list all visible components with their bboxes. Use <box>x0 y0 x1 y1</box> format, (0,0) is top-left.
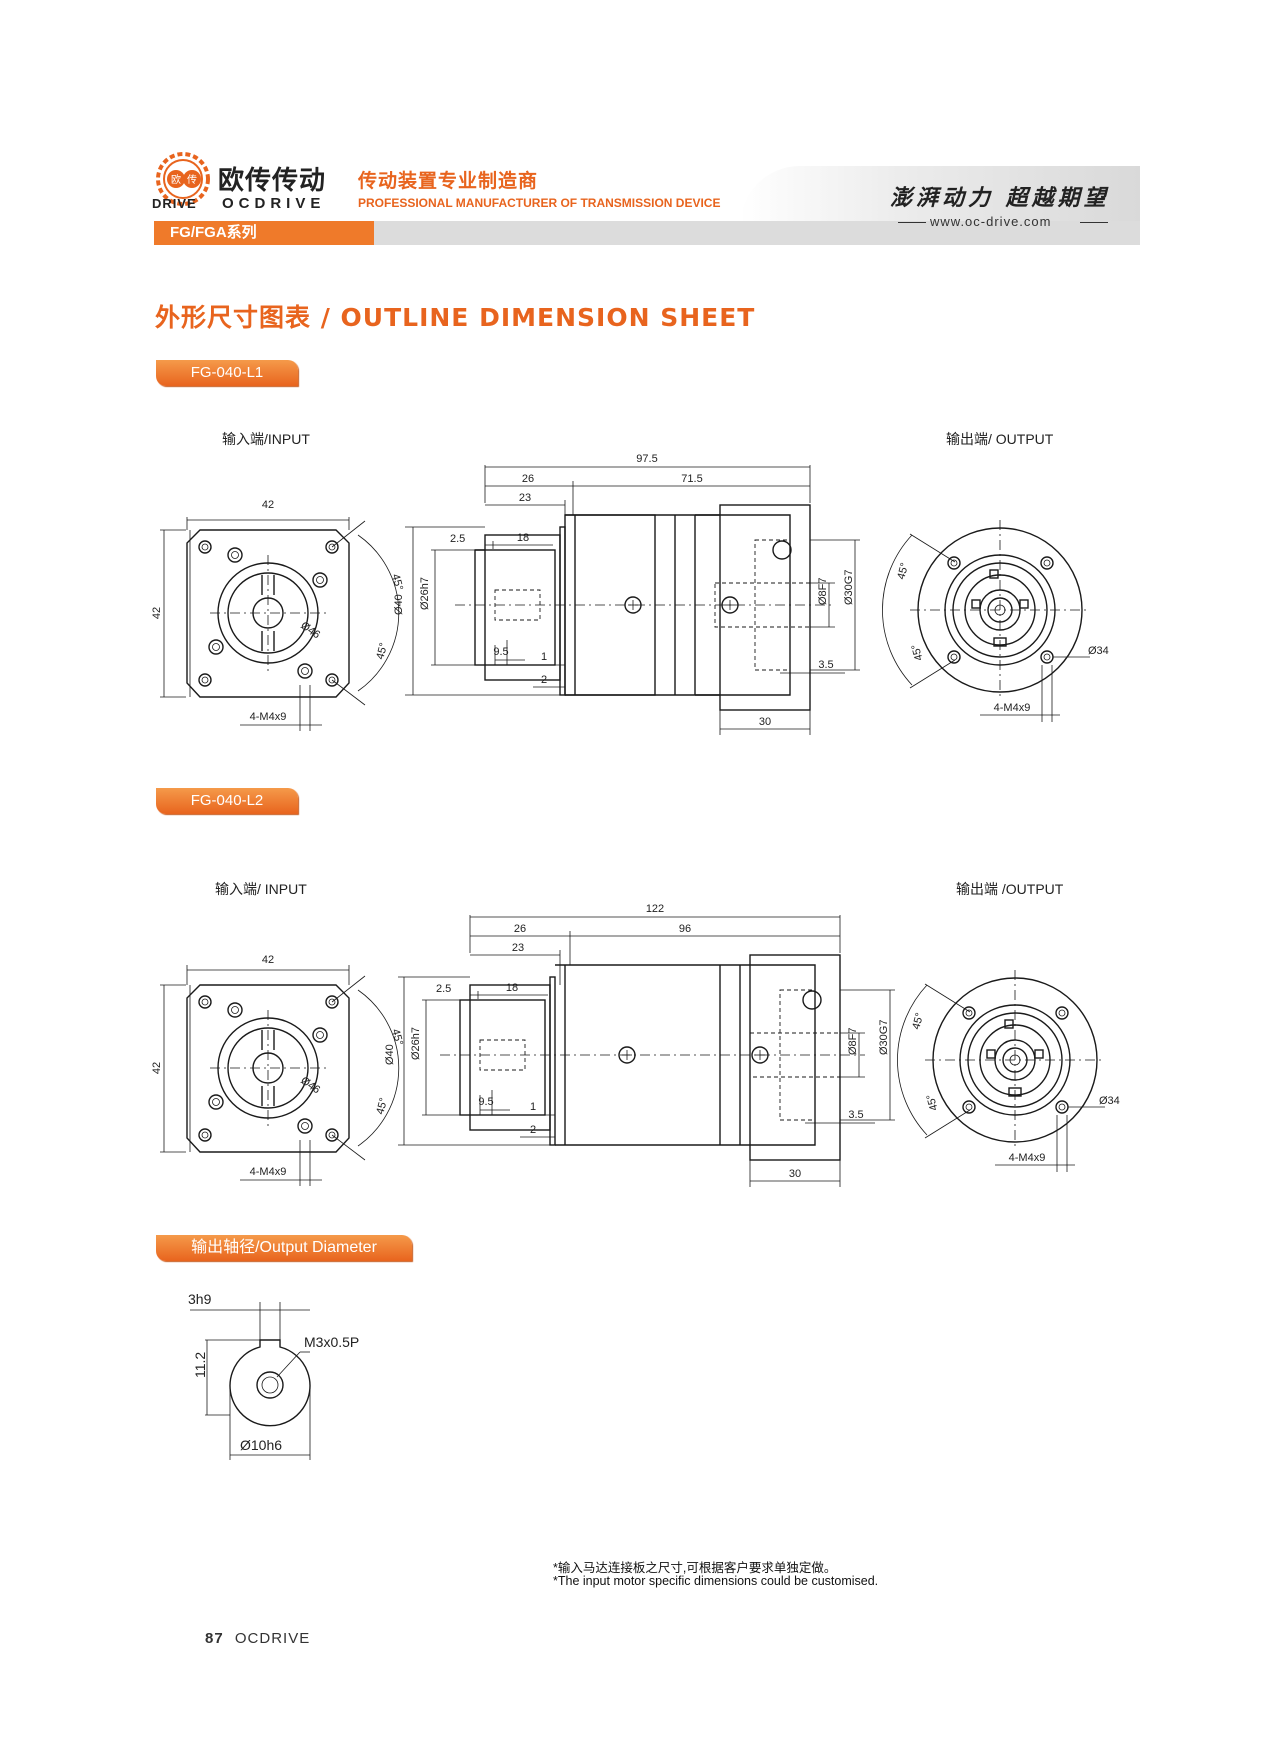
section-title: 外形尺寸图表 / OUTLINE DIMENSION SHEET <box>155 303 756 332</box>
logo-mark-text: 欧 <box>171 174 181 186</box>
dim-pilot: 23 <box>519 492 531 504</box>
input-flange-drawing-1: 42 42 45° 45° Ø46 4-M4x9 <box>151 499 405 731</box>
dim-out-dia-2: Ø34 <box>1099 1095 1120 1107</box>
output-label-2: 输出端 /OUTPUT <box>956 881 1064 897</box>
dim-angle-a: 45° <box>389 573 405 592</box>
page-number: 87 <box>205 1630 224 1647</box>
output-flange-drawing-2: 45° 45° Ø34 4-M4x9 <box>897 970 1120 1172</box>
website: www.oc-drive.com <box>930 214 1052 229</box>
dim-dia30-2: Ø30G7 <box>878 1020 890 1055</box>
website-rule-right <box>1080 222 1108 223</box>
output-label-1: 输出端/ OUTPUT <box>946 431 1054 447</box>
dim-thread: 4-M4x9 <box>250 711 287 723</box>
dim-len1-2: 1 <box>530 1101 536 1113</box>
dim-out-angle-a: 45° <box>895 562 911 581</box>
dim-body-2: 96 <box>679 923 691 935</box>
input-label-2: 输入端/ INPUT <box>215 881 307 897</box>
slogan: 澎湃动力 超越期望 <box>890 185 1110 211</box>
footer: 87 OCDRIVE <box>205 1630 310 1647</box>
side-view-drawing-2: 122 26 96 23 2.5 18 Ø40 Ø26h7 9.5 1 2 Ø8… <box>384 903 895 1187</box>
note-en: *The input motor specific dimensions cou… <box>553 1574 879 1588</box>
note-cn: *输入马达连接板之尺寸,可根据客户要求单独定做。 <box>553 1561 837 1575</box>
header-rule <box>360 221 1140 245</box>
dim-front: 26 <box>522 473 534 485</box>
dim-pilot-2: 23 <box>512 942 524 954</box>
dim-len35: 3.5 <box>818 659 833 671</box>
website-rule-left <box>898 222 926 223</box>
dim-dia40: Ø40 <box>393 594 405 615</box>
footer-brand: OCDRIVE <box>234 1630 311 1647</box>
dim-dia26-2: Ø26h7 <box>410 1027 422 1060</box>
dim-pcd: Ø46 <box>298 620 322 642</box>
dim-len95: 9.5 <box>493 646 508 658</box>
dim-pilot-length: 18 <box>517 532 529 544</box>
logo-drive: DRIVE <box>152 196 197 211</box>
model-tag-2: FG-040-L2 <box>156 788 298 814</box>
output-flange-drawing-1: 45° 45° Ø34 4-M4x9 <box>882 520 1109 722</box>
dim-thread-2: 4-M4x9 <box>250 1166 287 1178</box>
model-tag-1: FG-040-L1 <box>156 360 298 386</box>
dim-out-thread-2: 4-M4x9 <box>1009 1152 1046 1164</box>
dim-total-length-2: 122 <box>646 903 664 915</box>
dim-out-angle-b: 45° <box>910 643 926 662</box>
dim-dia8-2: Ø8F7 <box>847 1027 859 1055</box>
dim-angle-b: 45° <box>374 642 390 661</box>
dim-front-2: 26 <box>514 923 526 935</box>
header: 欧 传 欧传传动 DRIVE OCDRIVE 传动装置专业制造商 PROFESS… <box>0 0 1280 250</box>
input-label-1: 输入端/INPUT <box>222 431 310 447</box>
dim-len95-2: 9.5 <box>478 1096 493 1108</box>
output-diameter-tag: 输出轴径/Output Diameter <box>156 1235 412 1261</box>
dim-dia30: Ø30G7 <box>843 570 855 605</box>
dim-flange-height: 42 <box>151 607 163 619</box>
side-view-drawing-1: 97.5 26 71.5 23 2.5 18 Ø40 Ø26h7 9.5 1 2… <box>393 453 860 735</box>
dim-out-thread: 4-M4x9 <box>994 702 1031 714</box>
output-diameter-drawing: 3h9 11.2 M3x0.5P Ø10h6 <box>188 1291 359 1460</box>
dim-pcd-2: Ø46 <box>298 1075 322 1097</box>
dim-total-length: 97.5 <box>636 453 657 465</box>
dim-diameter: Ø10h6 <box>240 1437 282 1453</box>
dim-len30: 30 <box>759 716 771 728</box>
dim-flange-height-2: 42 <box>151 1062 163 1074</box>
dim-out-angle-a-2: 45° <box>910 1012 926 1031</box>
dim-flange-width: 42 <box>262 499 274 511</box>
dim-len30-2: 30 <box>789 1168 801 1180</box>
dim-key-width: 3h9 <box>188 1291 212 1307</box>
dim-out-dia: Ø34 <box>1088 645 1109 657</box>
dim-dia26: Ø26h7 <box>419 577 431 610</box>
dim-thread-spec: M3x0.5P <box>304 1334 359 1350</box>
tagline-cn: 传动装置专业制造商 <box>358 170 539 192</box>
dim-dia8: Ø8F7 <box>817 577 829 605</box>
series-bar: FG/FGA系列 <box>154 221 374 245</box>
input-flange-drawing-2: 42 42 45° 45° Ø46 4-M4x9 <box>151 954 405 1186</box>
dim-len35-2: 3.5 <box>848 1109 863 1121</box>
dim-flange-width-2: 42 <box>262 954 274 966</box>
dim-len2-2: 2 <box>530 1124 536 1136</box>
dim-dia40-2: Ø40 <box>384 1044 396 1065</box>
dim-out-angle-b-2: 45° <box>925 1093 941 1112</box>
dim-angle-b-2: 45° <box>374 1097 390 1116</box>
dim-height: 11.2 <box>192 1352 208 1378</box>
dim-len1: 1 <box>541 651 547 663</box>
dim-pilot-length-2: 18 <box>506 982 518 994</box>
tagline-en: PROFESSIONAL MANUFACTURER OF TRANSMISSIO… <box>358 196 721 210</box>
dim-body: 71.5 <box>681 473 702 485</box>
dim-angle-a-2: 45° <box>389 1028 405 1047</box>
logo-cn: 欧传传动 <box>218 166 327 196</box>
dim-len2: 2 <box>541 674 547 686</box>
logo-mark-text-2: 传 <box>187 174 197 186</box>
logo-gear-icon: 欧 传 <box>156 152 210 206</box>
dim-step-2: 2.5 <box>436 983 451 995</box>
logo-en: OCDRIVE <box>222 195 326 212</box>
dim-step: 2.5 <box>450 533 465 545</box>
